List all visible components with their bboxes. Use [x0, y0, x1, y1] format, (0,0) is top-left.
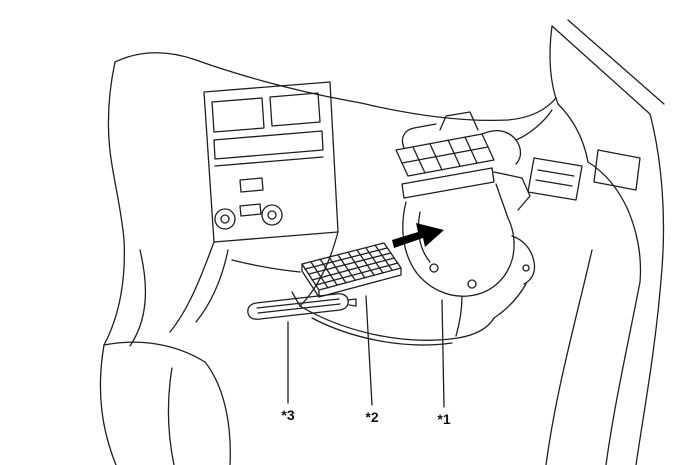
housing-lid-ribs [412, 136, 478, 174]
leader-line-callout-1 [441, 299, 445, 408]
dashboard-cowl-left [107, 61, 125, 241]
housing-bolt-1 [429, 263, 439, 273]
side-vent-slat-1 [537, 169, 575, 177]
housing-bolt-2 [467, 279, 477, 289]
hazard-button [239, 177, 264, 193]
housing-to-pillar-line [515, 109, 553, 141]
housing-body [402, 201, 515, 297]
housing-hinge-bracket [439, 111, 479, 131]
control-knob-left [214, 208, 236, 230]
housing-lid-face [395, 133, 495, 177]
housing-body-inner [417, 211, 431, 263]
glovebox-opening-outer [299, 305, 495, 341]
lower-left-curve-2 [204, 361, 231, 465]
callout-label-1: *1 [437, 411, 450, 427]
a-pillar-inner-edge [549, 25, 559, 105]
filter-thickness [301, 263, 402, 298]
callout-label-3: *3 [281, 407, 294, 423]
insert-direction-arrow [392, 223, 444, 248]
callout-labels-group: *3 *2 *1 [281, 407, 450, 427]
housing-to-glovebox-line [455, 295, 463, 337]
housing-slot-right-end [491, 167, 495, 183]
filter-grid-columns [310, 244, 393, 289]
housing-body-join [495, 183, 509, 219]
dashboard-cowl-top [114, 52, 375, 107]
line-art-group [99, 19, 665, 465]
cover-ridge-line-2 [257, 303, 341, 314]
center-vent-right [269, 92, 321, 127]
side-vent-outline [527, 157, 583, 201]
cover-ridge-line-1 [256, 298, 340, 309]
console-inner-line [195, 249, 229, 323]
housing-lid-midline [401, 146, 489, 164]
lower-left-curve-3 [167, 367, 175, 465]
windshield-base [373, 97, 557, 122]
filter-grid-rows [304, 247, 399, 286]
control-knob-right-center [267, 210, 277, 220]
door-inner-line [587, 161, 642, 283]
housing-slot-lower-lip [403, 181, 495, 199]
door-frame-outer [635, 113, 665, 465]
dashboard-under-curve [103, 341, 206, 363]
housing-lid-top-flange [401, 123, 437, 149]
cover-outline [247, 293, 349, 320]
console-right-edge [299, 231, 339, 307]
door-lower-line-2 [605, 281, 641, 465]
cover-end-tab [347, 298, 357, 307]
door-trim-rect [593, 149, 641, 191]
steering-column-curve [129, 249, 147, 347]
center-vent-left [211, 97, 265, 133]
side-vent-slat-2 [535, 179, 573, 187]
shelf-under-filter [231, 259, 301, 273]
a-pillar-line-1 [551, 25, 651, 115]
panel-divider-line [214, 156, 324, 167]
center-button-row [239, 203, 262, 217]
callout-leaders-group [287, 295, 445, 408]
callout-label-2: *2 [365, 409, 378, 425]
leader-line-callout-2 [365, 295, 373, 406]
glovebox-opening-inner [311, 317, 453, 346]
radio-slot [213, 130, 324, 160]
housing-slot-left-end [401, 183, 405, 199]
lower-left-curve-1 [99, 344, 117, 465]
housing-right-bracket [493, 171, 531, 211]
housing-harness-clip [522, 264, 530, 272]
control-knob-right [261, 204, 283, 226]
control-knob-left-center [220, 214, 230, 224]
dashboard-left-body [103, 239, 125, 346]
dash-right-end [557, 103, 589, 163]
housing-harness [511, 235, 536, 285]
door-lower-line-1 [545, 249, 593, 465]
glovebox-right-join [493, 283, 527, 319]
housing-slot-upper-lip [401, 167, 493, 185]
console-left-edge [169, 241, 215, 333]
a-pillar-line-2 [567, 19, 665, 105]
